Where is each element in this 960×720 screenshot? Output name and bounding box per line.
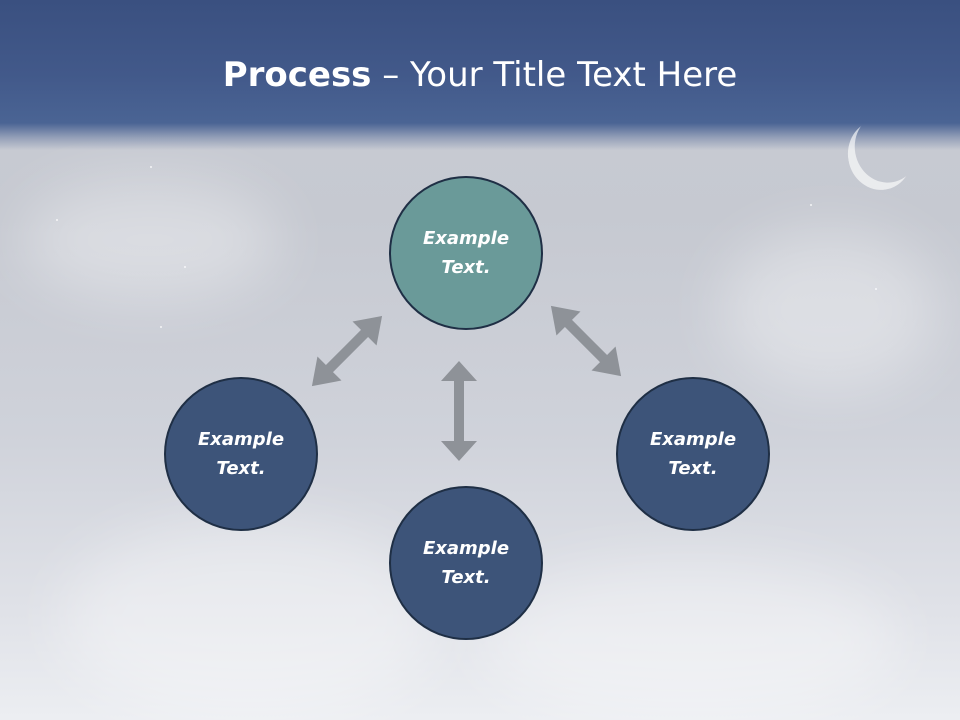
page-title: Process – Your Title Text Here (0, 52, 960, 98)
star-decoration (184, 266, 186, 268)
cloud-decoration (60, 520, 440, 720)
process-node-bottom: Example Text. (389, 486, 543, 640)
arrow-left-top-icon (311, 315, 383, 387)
arrow-right-top-icon (550, 305, 622, 377)
node-label-line2: Text. (441, 567, 491, 588)
cloud-decoration (720, 230, 940, 390)
node-label-line1: Example (649, 429, 737, 450)
star-decoration (160, 326, 162, 328)
node-label-line2: Text. (216, 458, 266, 479)
node-label-line1: Example (422, 538, 510, 559)
star-decoration (56, 219, 58, 221)
title-bold: Process (222, 55, 372, 95)
node-label-line2: Text. (668, 458, 718, 479)
process-node-top: Example Text. (389, 176, 543, 330)
star-decoration (150, 166, 152, 168)
cloud-decoration (20, 180, 280, 300)
node-label-line1: Example (197, 429, 285, 450)
title-banner (0, 0, 960, 150)
star-decoration (810, 204, 812, 206)
title-rest: – Your Title Text Here (371, 55, 738, 95)
process-node-right: Example Text. (616, 377, 770, 531)
node-label-line2: Text. (441, 257, 491, 278)
arrow-vertical-icon (441, 361, 477, 461)
node-label-line1: Example (422, 228, 510, 249)
process-node-left: Example Text. (164, 377, 318, 531)
star-decoration (875, 288, 877, 290)
cloud-decoration (480, 560, 900, 720)
